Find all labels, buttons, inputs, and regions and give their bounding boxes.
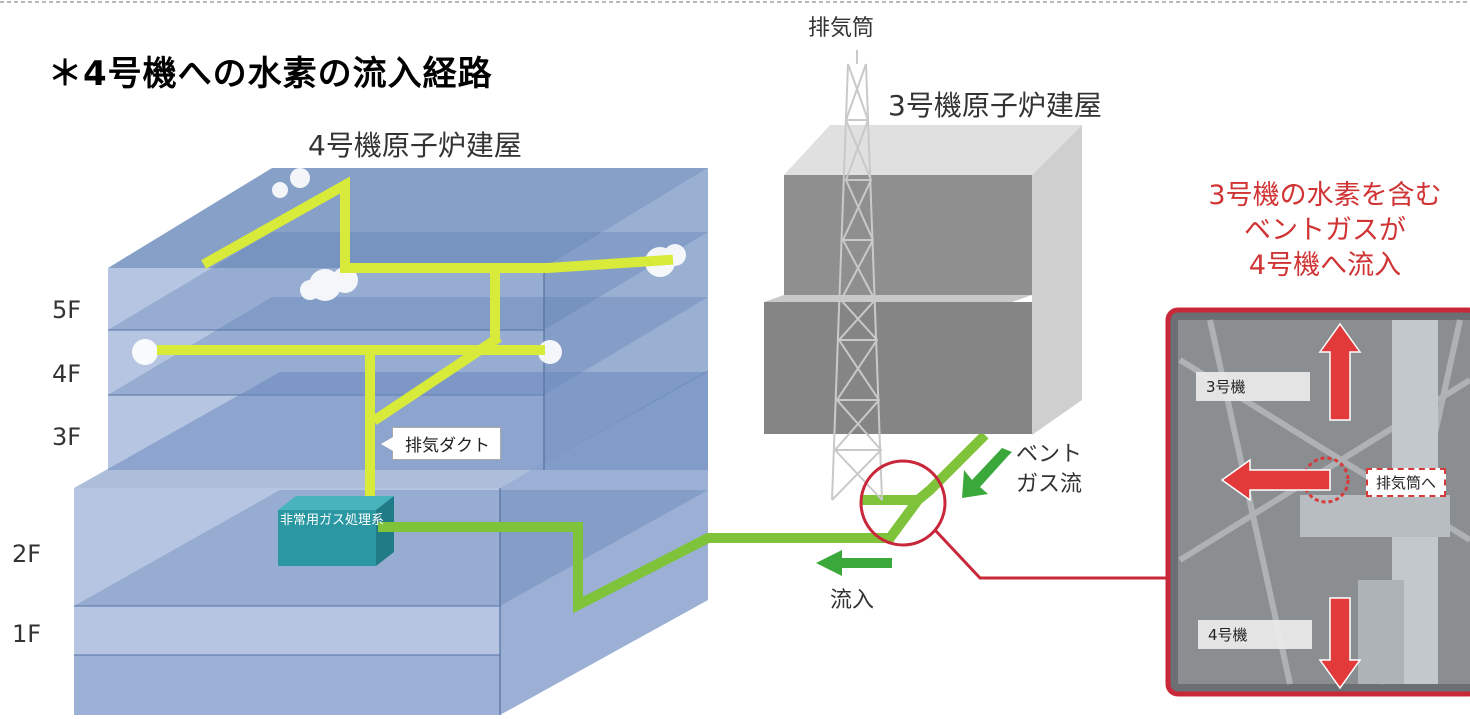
- unit3-hydrogen-note: 3号機の水素を含む ベントガスが 4号機へ流入: [1180, 178, 1470, 283]
- page-title: ＊4号機への水素の流入経路: [48, 54, 493, 94]
- note-line-3: 4号機へ流入: [1248, 250, 1402, 281]
- floor-label-5f: 5F: [52, 296, 82, 324]
- photo-to-stack-tag: 排気筒へ: [1366, 468, 1447, 497]
- unit3-building: [764, 125, 1082, 435]
- junction-highlight: [859, 459, 1168, 580]
- floor-label-4f: 4F: [52, 360, 82, 388]
- unit4-building-label: 4号機原子炉建屋: [308, 129, 522, 162]
- exhaust-stack-tower: [831, 50, 883, 501]
- inflow-arrow: [816, 550, 892, 576]
- exhaust-stack-label: 排気筒: [808, 16, 875, 41]
- vent-gas-flow-label: ベント ガス流: [1016, 440, 1082, 500]
- vent-gas-flow-line-1: ベント: [1016, 442, 1083, 467]
- sgts-label: 非常用ガス処理系: [280, 513, 385, 528]
- floor-label-3f: 3F: [52, 423, 82, 451]
- vent-gas-flow-arrow: [962, 448, 1012, 498]
- unit4-building: [74, 168, 708, 715]
- photo-unit4-tag: 4号機: [1198, 620, 1312, 649]
- note-line-2: ベントガスが: [1244, 215, 1406, 246]
- inflow-label: 流入: [830, 588, 875, 613]
- hydrogen-clouds: [132, 168, 686, 365]
- sgts-box: [278, 496, 394, 566]
- floor-label-1f: 1F: [12, 620, 42, 648]
- green-duct: [378, 431, 989, 614]
- unit3-building-label: 3号機原子炉建屋: [888, 89, 1102, 122]
- exhaust-ducts: [157, 176, 674, 501]
- vent-gas-flow-line-2: ガス流: [1016, 472, 1083, 497]
- photo-unit3-tag: 3号機: [1196, 372, 1310, 401]
- floor-label-2f: 2F: [12, 540, 42, 568]
- exhaust-duct-callout: 排気ダクト: [381, 427, 501, 460]
- note-line-1: 3号機の水素を含む: [1208, 180, 1442, 211]
